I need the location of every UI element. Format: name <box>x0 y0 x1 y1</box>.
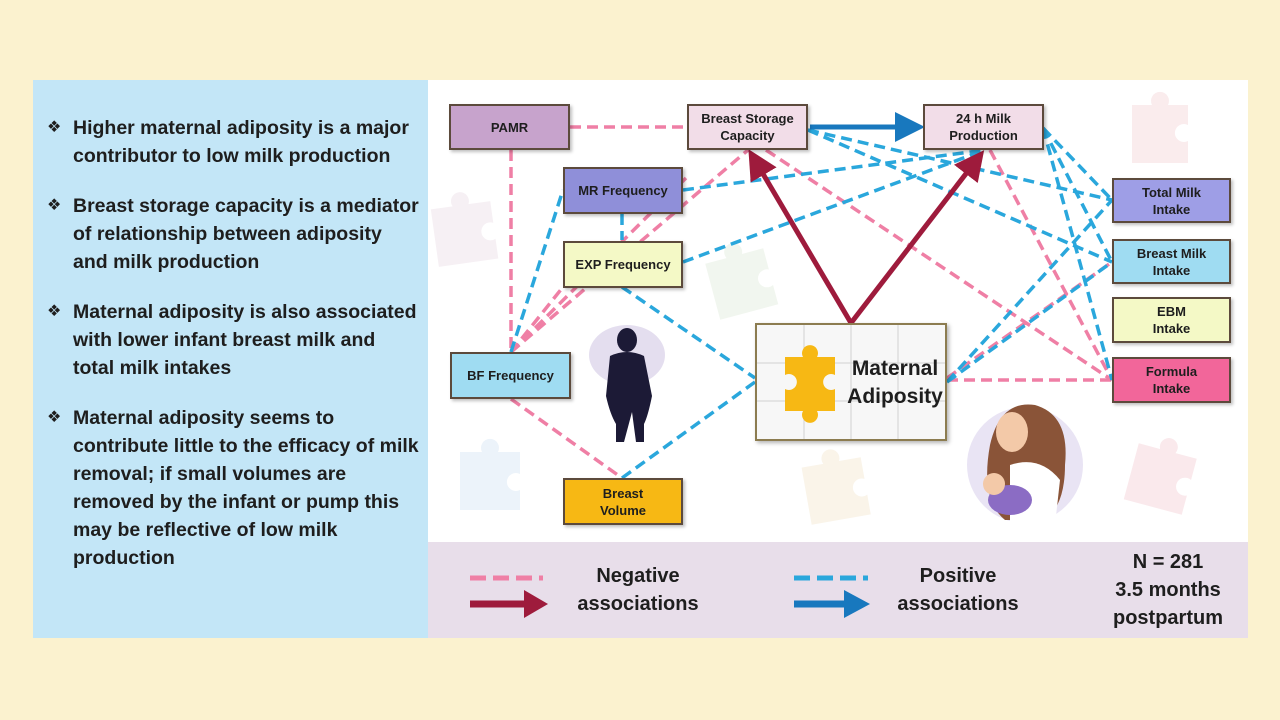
finding-item: ❖Maternal adiposity is also associated w… <box>47 298 420 382</box>
mother-baby-illustration-icon <box>967 404 1083 525</box>
diamond-bullet-icon: ❖ <box>47 409 62 426</box>
node-24h-milk-production: 24 h Milk Production <box>923 104 1044 150</box>
woman-silhouette-icon <box>589 325 665 442</box>
node-bf-frequency: BF Frequency <box>450 352 571 399</box>
puzzle-piece-icon <box>757 325 945 439</box>
node-maternal-adiposity: Maternal Adiposity <box>755 323 947 441</box>
diamond-bullet-icon: ❖ <box>47 119 62 136</box>
puzzle-decor-icon <box>430 91 1197 525</box>
diamond-bullet-icon: ❖ <box>47 303 62 320</box>
negative-arrow <box>849 150 985 325</box>
legend-positive-label: Positive associations <box>897 565 1019 615</box>
finding-item: ❖ Breast storage capacity is a mediator … <box>47 192 420 276</box>
node-mr-frequency: MR Frequency <box>563 167 683 214</box>
finding-item: ❖Maternal adiposity seems to contribute … <box>47 404 420 572</box>
legend-symbols <box>470 575 870 618</box>
node-breast-milk-intake: Breast Milk Intake <box>1112 239 1231 284</box>
key-findings-panel: ❖Higher maternal adiposity is a major co… <box>33 80 428 638</box>
node-ebm-intake: EBM Intake <box>1112 297 1231 343</box>
node-breast-storage-capacity: Breast Storage Capacity <box>687 104 808 150</box>
finding-item: ❖Higher maternal adiposity is a major co… <box>47 114 420 170</box>
diamond-bullet-icon: ❖ <box>47 197 62 214</box>
diagram-panel <box>428 80 1248 542</box>
node-formula-intake: Formula Intake <box>1112 357 1231 403</box>
key-findings-list: ❖Higher maternal adiposity is a major co… <box>33 80 428 572</box>
node-pamr: PAMR <box>449 104 570 150</box>
legend-panel: Negative associations Positive associati… <box>428 542 1248 638</box>
node-total-milk-intake: Total Milk Intake <box>1112 178 1231 223</box>
negative-arrow <box>748 149 854 325</box>
node-exp-frequency: EXP Frequency <box>563 241 683 288</box>
legend-negative-label: Negative associations <box>577 565 699 615</box>
sample-info-label: N = 281 3.5 months postpartum <box>1113 551 1223 629</box>
node-breast-volume: Breast Volume <box>563 478 683 525</box>
